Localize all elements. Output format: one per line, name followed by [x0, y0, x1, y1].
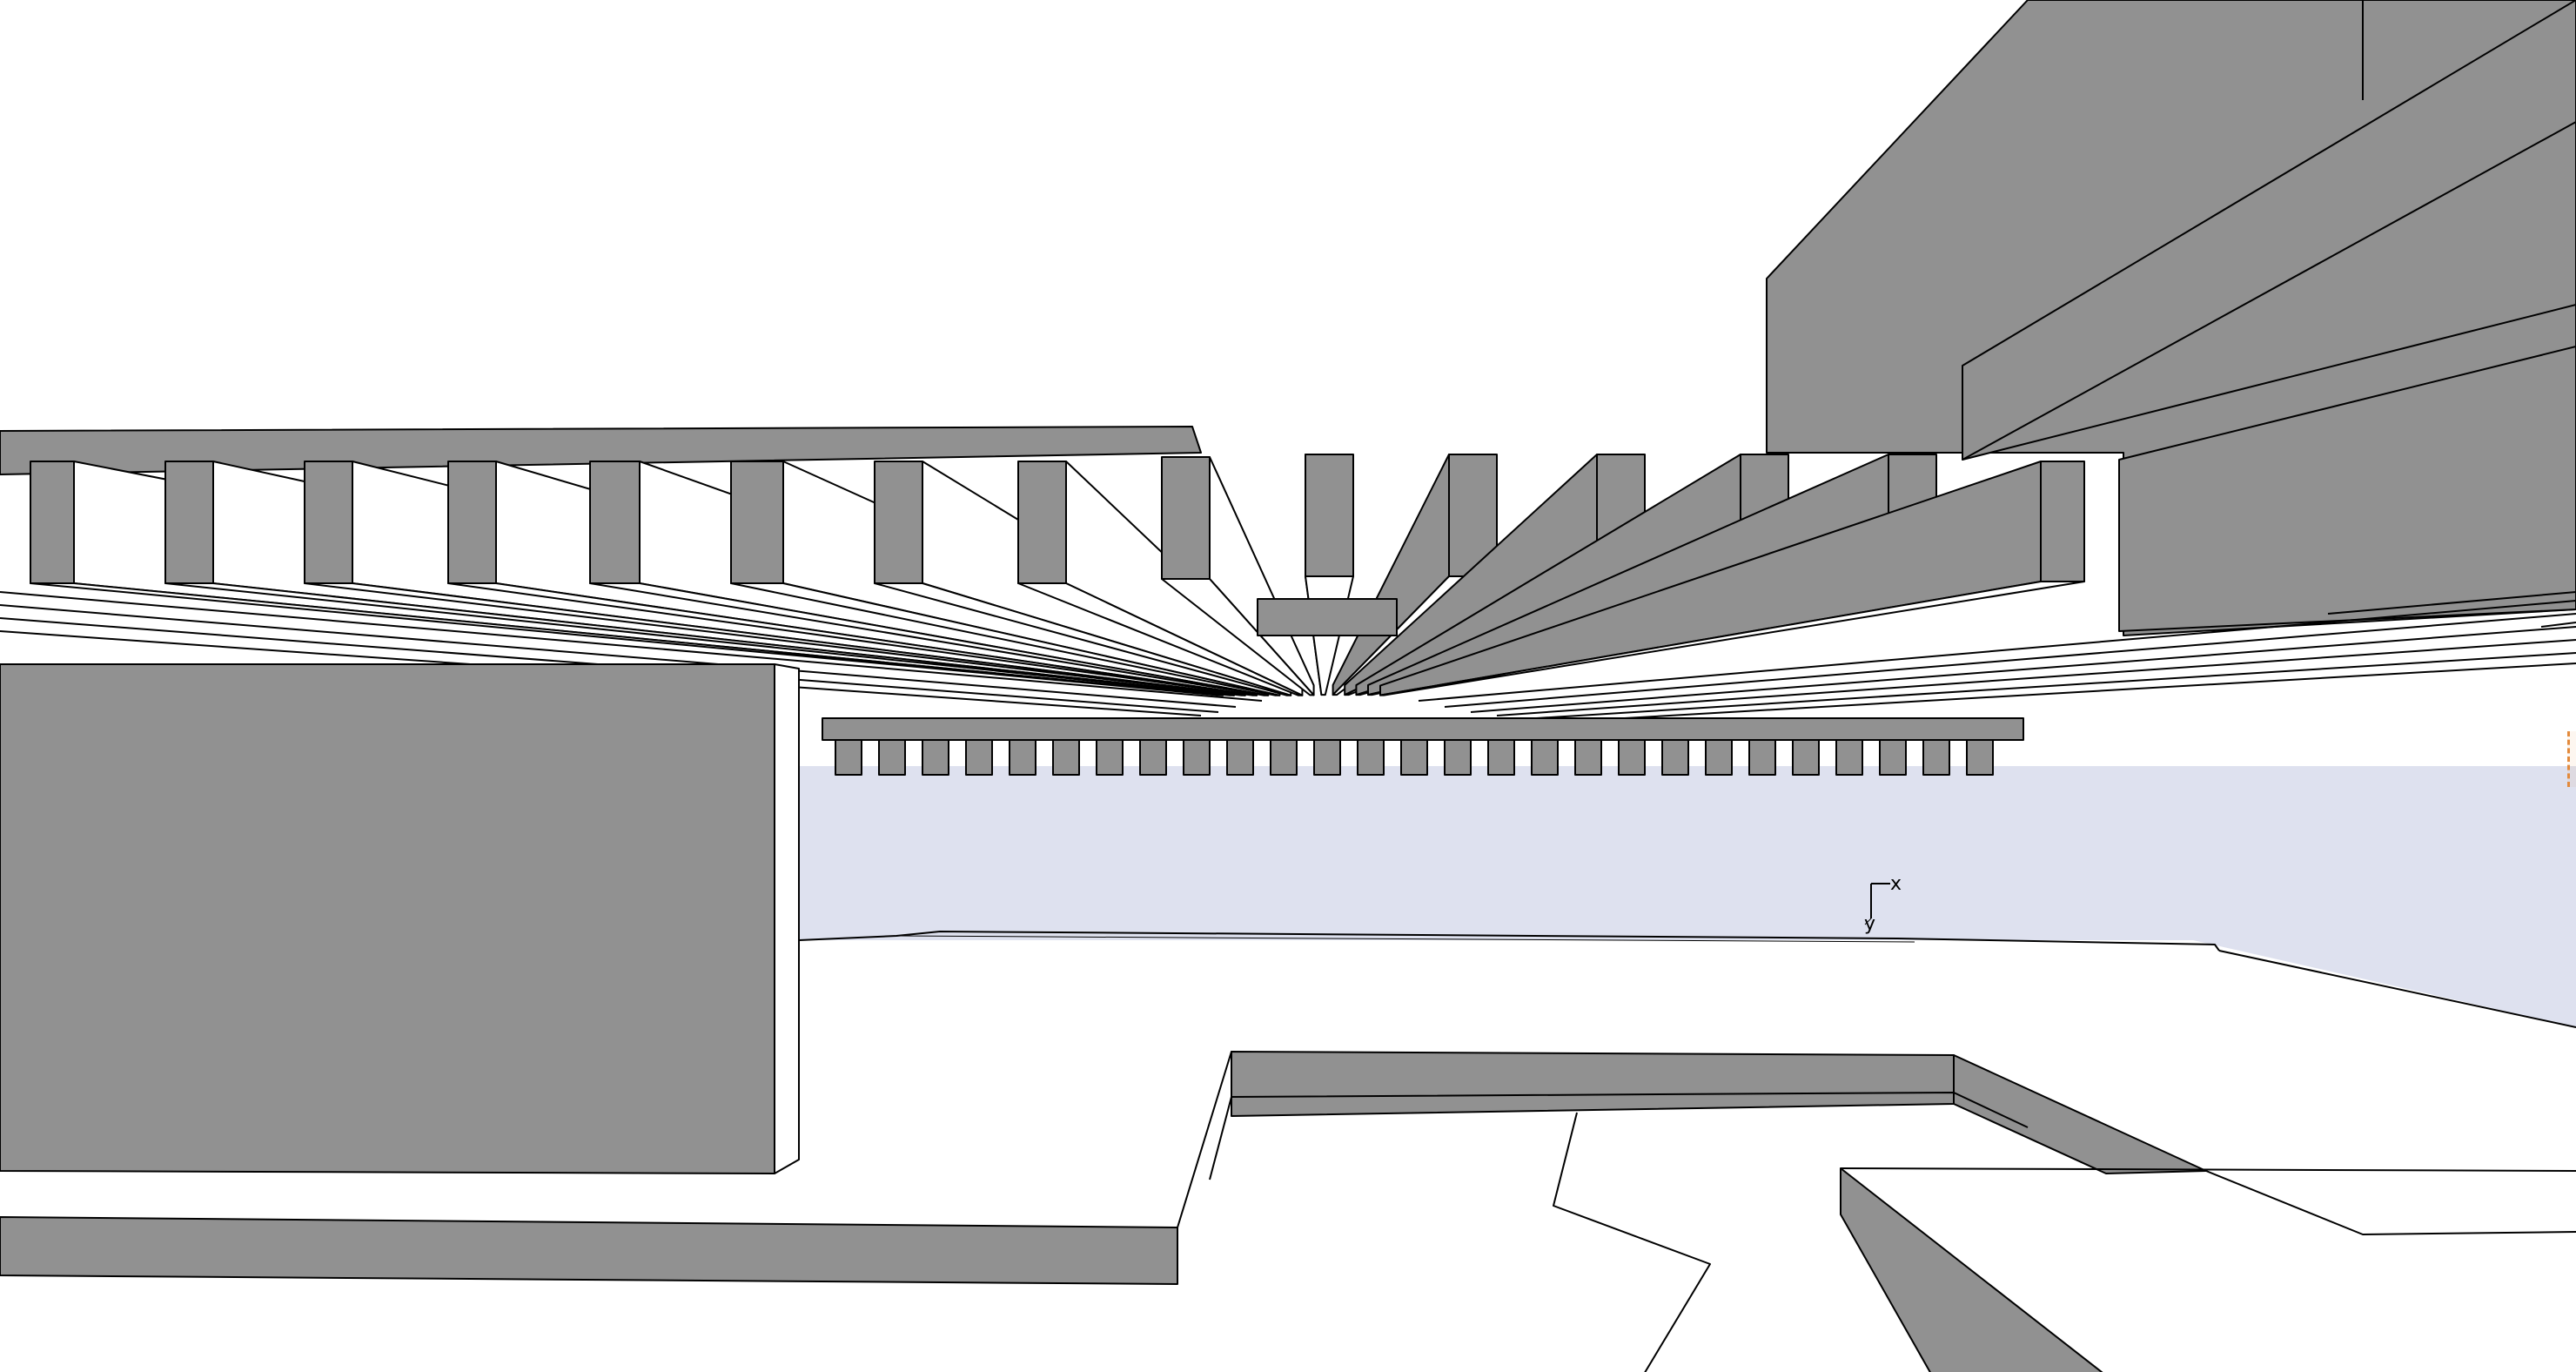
rake-tooth: [1270, 739, 1298, 776]
rake-tooth: [1966, 739, 1994, 776]
left-block-front[interactable]: [0, 663, 775, 1174]
fin-front[interactable]: [1305, 454, 1354, 577]
ground-edge-2: [2218, 950, 2576, 1028]
rake-tooth: [922, 739, 949, 776]
left-block-side[interactable]: [774, 663, 800, 1174]
ground-edge-1: [798, 931, 2220, 952]
rake-tooth: [1835, 739, 1863, 776]
rake-tooth: [878, 739, 906, 776]
ramp-top: [1840, 1167, 2576, 1172]
rake-tooth: [1879, 739, 1907, 776]
floor-line-1: [1553, 1112, 1711, 1372]
tower-slab-1[interactable]: [1962, 0, 2576, 461]
rake-tooth: [1661, 739, 1689, 776]
center-plate[interactable]: [1257, 598, 1398, 636]
rake-tooth: [1226, 739, 1254, 776]
fin-front[interactable]: [589, 461, 641, 584]
rake-tooth: [1357, 739, 1385, 776]
tower-slab-2[interactable]: [2118, 346, 2576, 632]
rake-tooth: [1139, 739, 1167, 776]
fin-front[interactable]: [304, 461, 353, 584]
fin-array[interactable]: [30, 454, 2085, 696]
rake-tooth: [1618, 739, 1646, 776]
mid-step-front[interactable]: [1231, 1051, 1955, 1117]
rake-tooth: [1705, 739, 1733, 776]
rake-tooth: [1400, 739, 1428, 776]
rake-teeth[interactable]: [835, 739, 1994, 776]
mid-step-side[interactable]: [1953, 1054, 2207, 1174]
rake-tooth: [1444, 739, 1472, 776]
axis-indicator: [1864, 883, 1890, 925]
right-edge-handle[interactable]: [2567, 731, 2576, 787]
axis-y-label: y: [1864, 913, 1875, 935]
rake-tooth: [1748, 739, 1776, 776]
rake-tooth: [1922, 739, 1950, 776]
axis-x-label: x: [1890, 873, 1902, 895]
roof-band[interactable]: [0, 426, 1202, 475]
tower-slab-edge: [1962, 121, 2576, 461]
fin-front[interactable]: [447, 461, 497, 584]
ramp[interactable]: [1840, 1167, 2106, 1372]
rake-tooth: [1096, 739, 1124, 776]
fin-front[interactable]: [164, 461, 214, 584]
rake-tooth: [1009, 739, 1036, 776]
bottom-wall[interactable]: [0, 1216, 1178, 1285]
rake-beam[interactable]: [822, 717, 2024, 741]
rake-tooth: [1792, 739, 1820, 776]
rake-tooth: [1052, 739, 1080, 776]
rake-tooth: [1531, 739, 1559, 776]
mid-step-edge: [1231, 1092, 2029, 1128]
rake-tooth: [1574, 739, 1602, 776]
fin-front[interactable]: [874, 461, 923, 584]
fin-front[interactable]: [1017, 461, 1067, 584]
lamella-lines-right: [1418, 600, 2576, 723]
rake-tooth: [1313, 739, 1341, 776]
rake-tooth: [1183, 739, 1211, 776]
ground-edge-3: [896, 935, 1915, 943]
tower-slab-edge-2: [2327, 591, 2576, 615]
ramp-edge: [2205, 1170, 2576, 1235]
fin-front[interactable]: [30, 461, 75, 584]
rake-tooth: [1487, 739, 1515, 776]
tower-slab-edge-3: [2540, 622, 2576, 628]
fin-front[interactable]: [730, 461, 784, 584]
rake-tooth: [965, 739, 993, 776]
sky-band: [766, 766, 2576, 1027]
rake-tooth: [835, 739, 862, 776]
fin-front[interactable]: [2040, 461, 2085, 582]
bottom-wall-top: [1177, 1051, 1232, 1228]
fin-front[interactable]: [1161, 456, 1211, 580]
